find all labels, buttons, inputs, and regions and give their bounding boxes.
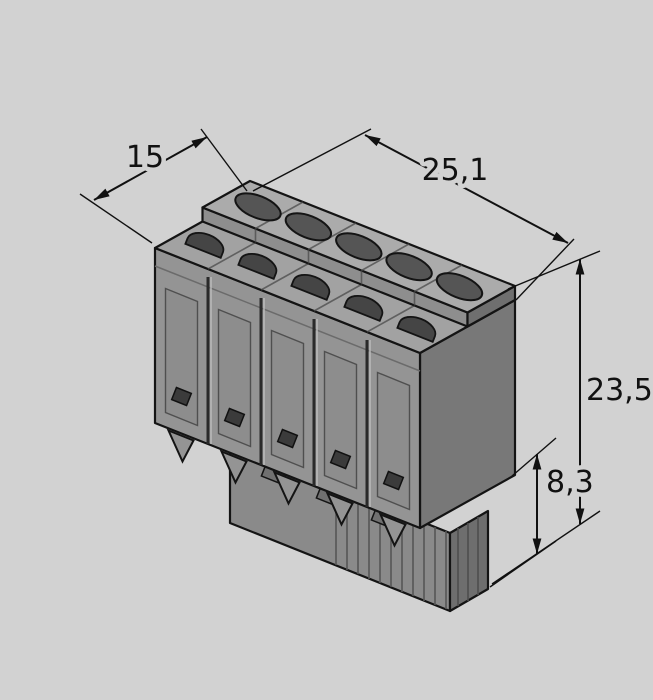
latch-foot xyxy=(325,491,354,527)
clamp-channel xyxy=(270,329,305,469)
dimension-extension-line xyxy=(489,540,557,588)
latch-feet xyxy=(166,428,407,548)
dimension-label-plug-height: 8,3 xyxy=(546,465,594,500)
wire-openings xyxy=(184,231,437,343)
dimension-label-depth: 15 xyxy=(126,140,164,175)
wire-opening xyxy=(237,252,278,280)
screw-hole xyxy=(385,252,433,282)
latch-hole xyxy=(329,449,352,470)
dimension-label-height: 23,5 xyxy=(586,373,653,408)
dimension-line xyxy=(364,134,569,244)
clamp-channel xyxy=(217,308,252,448)
latch-hole xyxy=(276,428,299,449)
dimension-label-length: 25,1 xyxy=(422,153,489,188)
latch-foot xyxy=(378,512,407,548)
wire-opening xyxy=(184,231,225,259)
clamp-channel xyxy=(376,371,411,511)
dimension-annotations: 15 25,1 23,5 8,3 xyxy=(79,128,653,588)
wire-opening xyxy=(396,315,437,343)
partition-grooves xyxy=(206,277,371,507)
screw-hole xyxy=(335,232,383,262)
top-segment-lines xyxy=(207,241,415,333)
screw-holes xyxy=(234,192,484,302)
screw-hole xyxy=(284,212,333,242)
latch-foot xyxy=(219,449,248,485)
wire-opening xyxy=(343,294,384,322)
connector-body xyxy=(153,179,517,548)
latch-foot xyxy=(272,470,301,506)
screw-hole xyxy=(234,192,282,222)
front-chamfer-line xyxy=(154,265,421,372)
dimension-extension-line xyxy=(79,193,153,244)
wire-opening xyxy=(290,273,331,301)
screw-hole xyxy=(435,272,484,302)
latch-hole xyxy=(223,407,246,428)
clamp-channel xyxy=(323,350,358,490)
dimension-extension-line xyxy=(515,238,575,301)
front-latch-holes xyxy=(170,386,405,491)
dimension-line xyxy=(93,136,208,201)
dimension-depth: 15 xyxy=(79,128,248,244)
clamp-channels xyxy=(164,287,411,511)
dimension-extension-line xyxy=(200,128,248,192)
dimension-extension-line xyxy=(507,250,601,290)
dimension-extension-line xyxy=(252,128,372,192)
latch-foot xyxy=(166,428,195,464)
dimension-plug-height: 8,3 xyxy=(489,437,598,588)
latch-hole xyxy=(382,470,405,491)
dimension-length: 25,1 xyxy=(252,128,575,301)
latch-hole xyxy=(170,386,193,407)
clamp-channel xyxy=(164,287,199,427)
